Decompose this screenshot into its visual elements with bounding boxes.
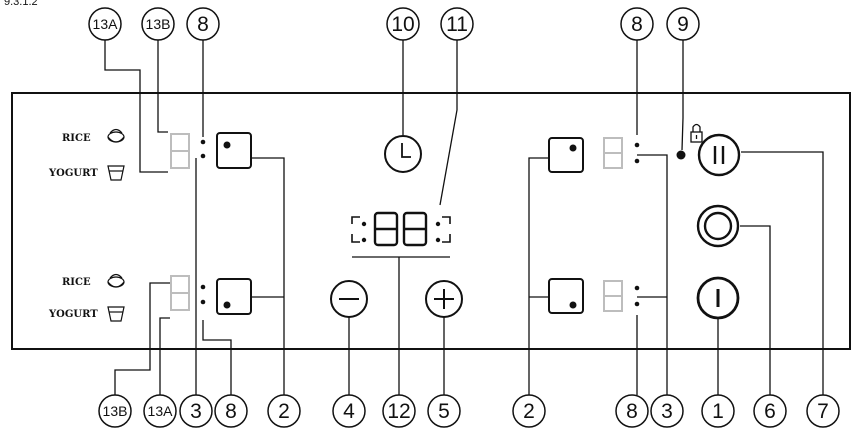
indicator-dot xyxy=(634,158,640,164)
callout-10: 10 xyxy=(386,7,420,41)
lock-indicator-dot xyxy=(676,150,686,160)
indicator-dot xyxy=(200,139,206,145)
indicator-dot xyxy=(634,301,640,307)
indicator-dot xyxy=(435,221,441,227)
indicator-dot xyxy=(435,237,441,243)
yogurt-cup-icon xyxy=(107,306,125,322)
callout-6: 6 xyxy=(753,394,787,428)
svg-text:10: 10 xyxy=(391,13,414,36)
rice-bowl-icon xyxy=(107,273,125,288)
indicator-dot xyxy=(361,237,367,243)
svg-text:3: 3 xyxy=(190,400,202,423)
power-key[interactable] xyxy=(696,276,740,320)
callout-1: 1 xyxy=(701,394,735,428)
indicator-dot xyxy=(634,142,640,148)
svg-text:7: 7 xyxy=(817,400,829,423)
rice-label-bottom: RICE xyxy=(62,277,91,288)
svg-text:8: 8 xyxy=(225,400,237,423)
zone-key-right-bottom[interactable] xyxy=(548,278,584,314)
svg-text:11: 11 xyxy=(446,13,468,36)
timer-corner-brackets xyxy=(351,216,451,243)
indicator-dot xyxy=(361,221,367,227)
callout-12: 12 xyxy=(382,394,416,428)
callout-8-top-right: 8 xyxy=(620,7,654,41)
yogurt-label-top: YOGURT xyxy=(48,168,98,179)
svg-text:13A: 13A xyxy=(148,403,174,419)
ring-icon xyxy=(703,211,733,241)
callout-7: 7 xyxy=(806,394,840,428)
leader-lines xyxy=(104,40,824,395)
svg-text:13B: 13B xyxy=(146,16,171,32)
svg-text:3: 3 xyxy=(661,400,673,423)
svg-text:8: 8 xyxy=(626,400,638,423)
callout-8-bottom-left: 8 xyxy=(214,394,248,428)
zone-key-left-top[interactable] xyxy=(216,132,252,169)
callout-8-top-left: 8 xyxy=(186,7,220,41)
boost-key[interactable] xyxy=(696,204,740,248)
header-fragment: 9.3.1.2 xyxy=(4,0,38,8)
svg-text:9: 9 xyxy=(677,13,689,36)
callout-13a-top: 13A xyxy=(88,7,122,41)
right-bottom-display xyxy=(603,280,623,312)
svg-text:1: 1 xyxy=(712,400,724,423)
svg-text:8: 8 xyxy=(631,13,643,36)
indicator-dot xyxy=(200,284,206,290)
svg-text:8: 8 xyxy=(197,13,209,36)
pause-icon xyxy=(713,146,725,164)
plus-key[interactable] xyxy=(425,280,463,318)
svg-text:2: 2 xyxy=(523,400,535,423)
zone-key-left-bottom[interactable] xyxy=(216,278,252,315)
clock-icon xyxy=(401,143,411,158)
yogurt-label-bottom: YOGURT xyxy=(48,309,98,320)
rice-label-top: RICE xyxy=(62,133,91,144)
svg-text:13A: 13A xyxy=(93,16,119,32)
callout-3-left: 3 xyxy=(179,394,213,428)
indicator-dot xyxy=(200,299,206,305)
lock-icon xyxy=(690,123,703,143)
left-top-display xyxy=(170,133,190,169)
callout-5: 5 xyxy=(427,394,461,428)
indicator-dot xyxy=(200,153,206,159)
svg-text:2: 2 xyxy=(278,400,290,423)
callout-13a-bottom: 13A xyxy=(143,394,177,428)
svg-text:4: 4 xyxy=(343,400,355,423)
pause-key[interactable] xyxy=(697,133,741,177)
svg-text:13B: 13B xyxy=(103,403,128,419)
callout-3-right: 3 xyxy=(650,394,684,428)
right-top-display xyxy=(603,137,623,169)
rice-bowl-icon xyxy=(107,128,125,143)
left-bottom-display xyxy=(170,275,190,311)
callout-8-bottom-right: 8 xyxy=(615,394,649,428)
yogurt-cup-icon xyxy=(107,165,125,181)
plus-icon xyxy=(434,289,454,309)
indicator-dot xyxy=(634,285,640,291)
panel-outline xyxy=(11,92,851,350)
callout-2-right: 2 xyxy=(512,394,546,428)
timer-key[interactable] xyxy=(384,135,422,173)
svg-text:5: 5 xyxy=(438,400,450,423)
callout-13b-bottom: 13B xyxy=(98,394,132,428)
callout-11: 11 xyxy=(440,7,474,41)
svg-text:12: 12 xyxy=(387,400,410,423)
callout-4: 4 xyxy=(332,394,366,428)
callout-2-left: 2 xyxy=(267,394,301,428)
svg-text:6: 6 xyxy=(764,400,776,423)
minus-key[interactable] xyxy=(330,280,368,318)
callout-13b-top: 13B xyxy=(141,7,175,41)
zone-key-right-top[interactable] xyxy=(548,137,584,173)
timer-display xyxy=(373,211,428,247)
callout-9: 9 xyxy=(666,7,700,41)
